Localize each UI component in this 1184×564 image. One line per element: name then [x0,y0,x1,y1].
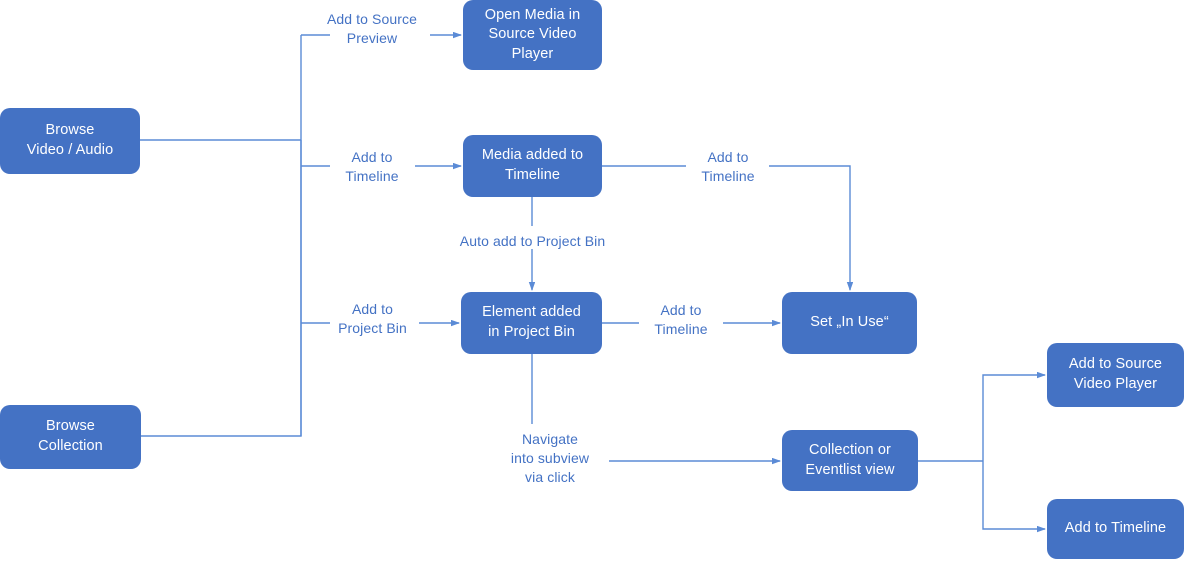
edge-label-navigate-into-subview-via-click: Navigate into subview via click [510,431,590,485]
edge-split-to-add-source [982,371,1046,461]
edge-label-add-to-source-preview: Add to Source Preview [326,11,418,46]
edge-media-added-to-set-in-use-arrow [769,165,854,291]
edge-label-auto-add-to-project-bin: Auto add to Project Bin [459,233,606,249]
edge-label-add-to-timeline-from-media: Add to Timeline [701,149,755,184]
node-open-media-source-video-player[interactable]: Open Media in Source Video Player [463,0,602,70]
node-element-added-in-project-bin[interactable]: Element added in Project Bin [461,292,602,354]
node-media-added-to-timeline[interactable]: Media added to Timeline [463,135,602,197]
node-collection-or-eventlist-view[interactable]: Collection or Eventlist view [782,430,918,491]
edge-label-add-to-timeline-from-project-bin: Add to Timeline [654,302,708,337]
node-add-to-source-video-player[interactable]: Add to Source Video Player [1047,343,1184,407]
edge-split-to-add-timeline [982,461,1046,533]
edge-label-add-to-project-bin: Add to Project Bin [338,301,407,336]
node-browse-video-audio[interactable]: Browse Video / Audio [0,108,140,174]
node-browse-collection[interactable]: Browse Collection [0,405,141,469]
edge-label-add-to-timeline-from-browse: Add to Timeline [345,149,399,184]
node-set-in-use[interactable]: Set „In Use“ [782,292,917,354]
node-add-to-timeline[interactable]: Add to Timeline [1047,499,1184,559]
edge-browse-collection-to-trunk [141,140,302,437]
